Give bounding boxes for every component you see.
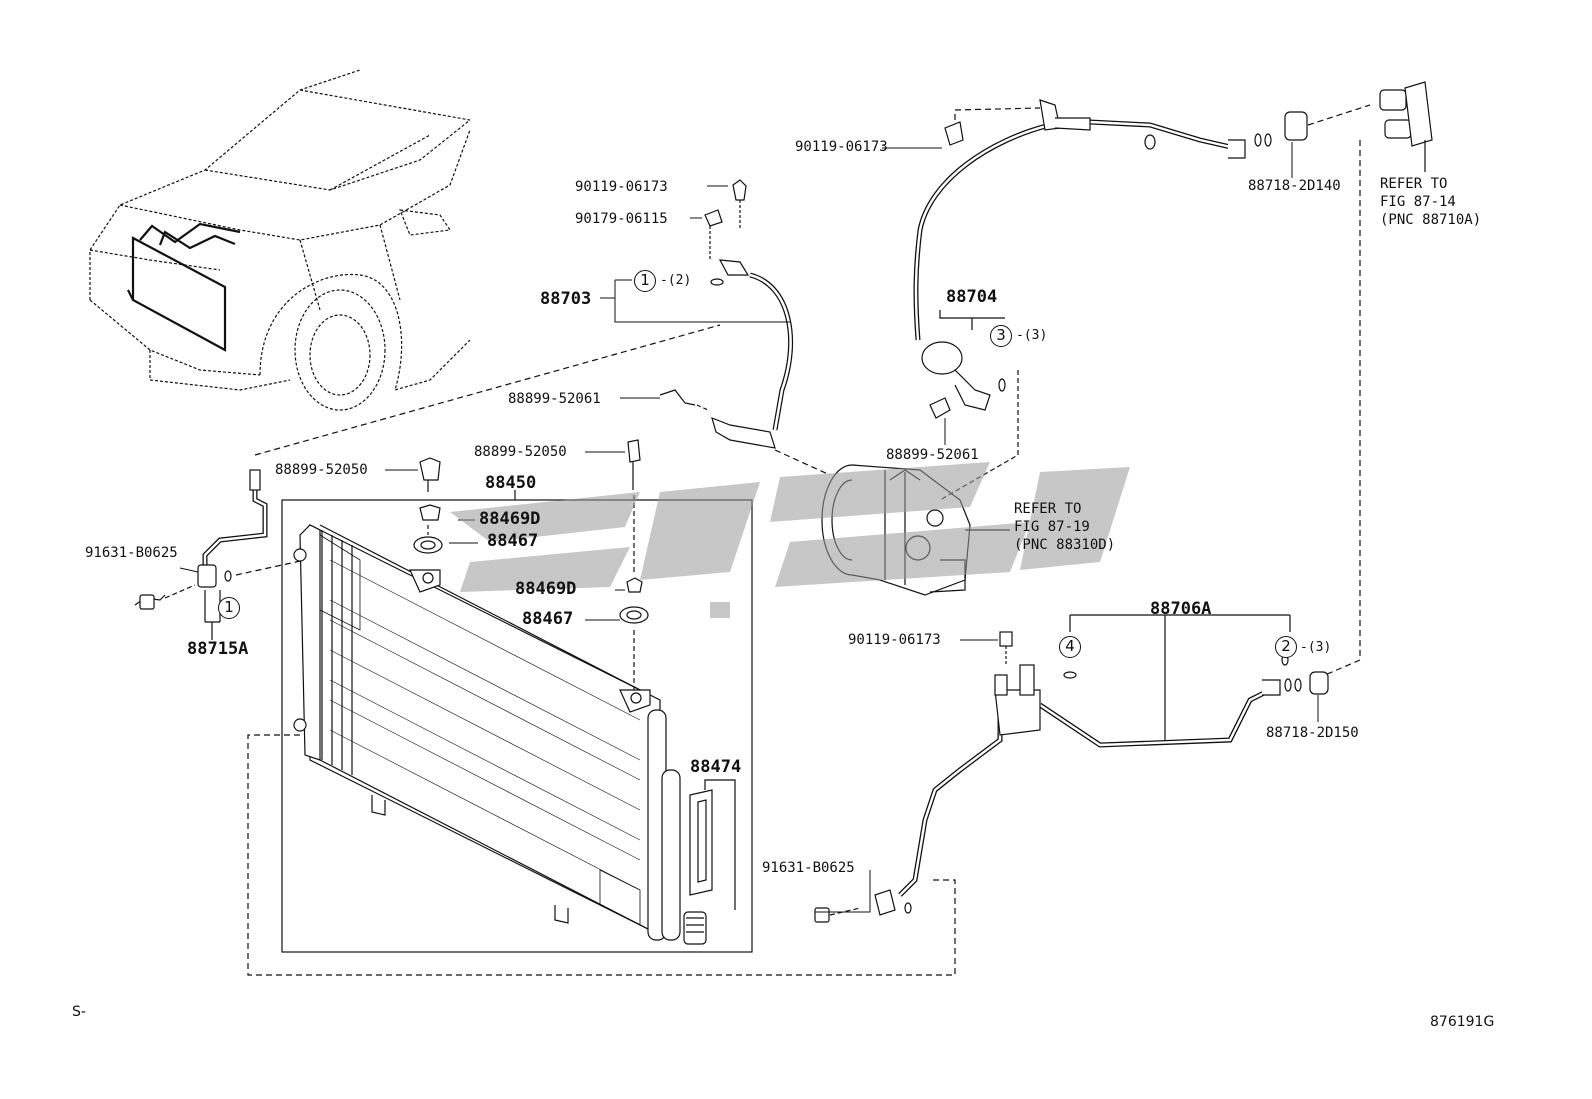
- label-88899-52061-a: 88899-52061: [508, 391, 601, 407]
- label-90179-06115: 90179-06115: [575, 211, 668, 227]
- condenser-frame-88450: [281, 499, 753, 953]
- label-90119-06173-c: 90119-06173: [795, 139, 888, 155]
- refer-87-14-line1: REFER TO: [1380, 176, 1448, 192]
- label-88718-2d150: 88718-2D150: [1266, 725, 1359, 741]
- label-88715a: 88715A: [187, 639, 249, 659]
- callout-4: 4: [1059, 636, 1081, 658]
- hose-88703: [659, 179, 831, 476]
- hose-88704: [913, 99, 1371, 501]
- refer-87-19-line1: REFER TO: [1014, 501, 1082, 517]
- callout-1-left: 1: [218, 597, 240, 619]
- seal-caps: [413, 439, 649, 690]
- refer-87-19-line3: (PNC 88310D): [1014, 537, 1116, 553]
- label-91631-b0625-bottom: 91631-B0625: [762, 860, 855, 876]
- callout-2-qty: -(3): [1300, 640, 1332, 655]
- vehicle-condenser-highlight: [127, 222, 241, 352]
- refer-87-14-line2: FIG 87-14: [1380, 194, 1456, 210]
- label-88467-b: 88467: [522, 609, 574, 629]
- label-88469d-b: 88469D: [515, 579, 577, 599]
- callout-3-qty: -(3): [1016, 328, 1048, 343]
- callout-1-qty: -(2): [660, 273, 692, 288]
- footer-left-code: S-: [72, 1004, 86, 1020]
- leader-lines: [179, 142, 1319, 913]
- callout-2: 2: [1275, 636, 1297, 658]
- refer-87-14-line3: (PNC 88710A): [1380, 212, 1482, 228]
- label-88718-2d140: 88718-2D140: [1248, 178, 1341, 194]
- callout-1-top: 1: [634, 270, 656, 292]
- callout-3: 3: [990, 325, 1012, 347]
- label-88899-52050-a: 88899-52050: [275, 462, 368, 478]
- label-88469d-a: 88469D: [479, 509, 541, 529]
- label-88450: 88450: [485, 473, 537, 493]
- label-91631-b0625-left: 91631-B0625: [85, 545, 178, 561]
- label-88467-a: 88467: [487, 531, 539, 551]
- label-88899-52061-b: 88899-52061: [886, 447, 979, 463]
- desiccant-88474: [683, 779, 736, 945]
- refer-87-19-line2: FIG 87-19: [1014, 519, 1090, 535]
- pipe-88706a: [814, 614, 1329, 923]
- label-88703: 88703: [540, 289, 592, 309]
- label-88899-52050-b: 88899-52050: [474, 444, 567, 460]
- pipe-88715a: [134, 469, 306, 640]
- label-90119-06173-b: 90119-06173: [848, 632, 941, 648]
- label-90119-06173-a: 90119-06173: [575, 179, 668, 195]
- figure-number: 876191G: [1430, 1014, 1495, 1030]
- watermark-logo: [450, 462, 1130, 618]
- label-88704: 88704: [946, 287, 998, 307]
- vehicle-outline: [89, 69, 471, 411]
- label-88474: 88474: [690, 757, 742, 777]
- connector-87-14: [1379, 81, 1433, 172]
- label-88706a: 88706A: [1150, 599, 1212, 619]
- condenser-core: [293, 524, 681, 941]
